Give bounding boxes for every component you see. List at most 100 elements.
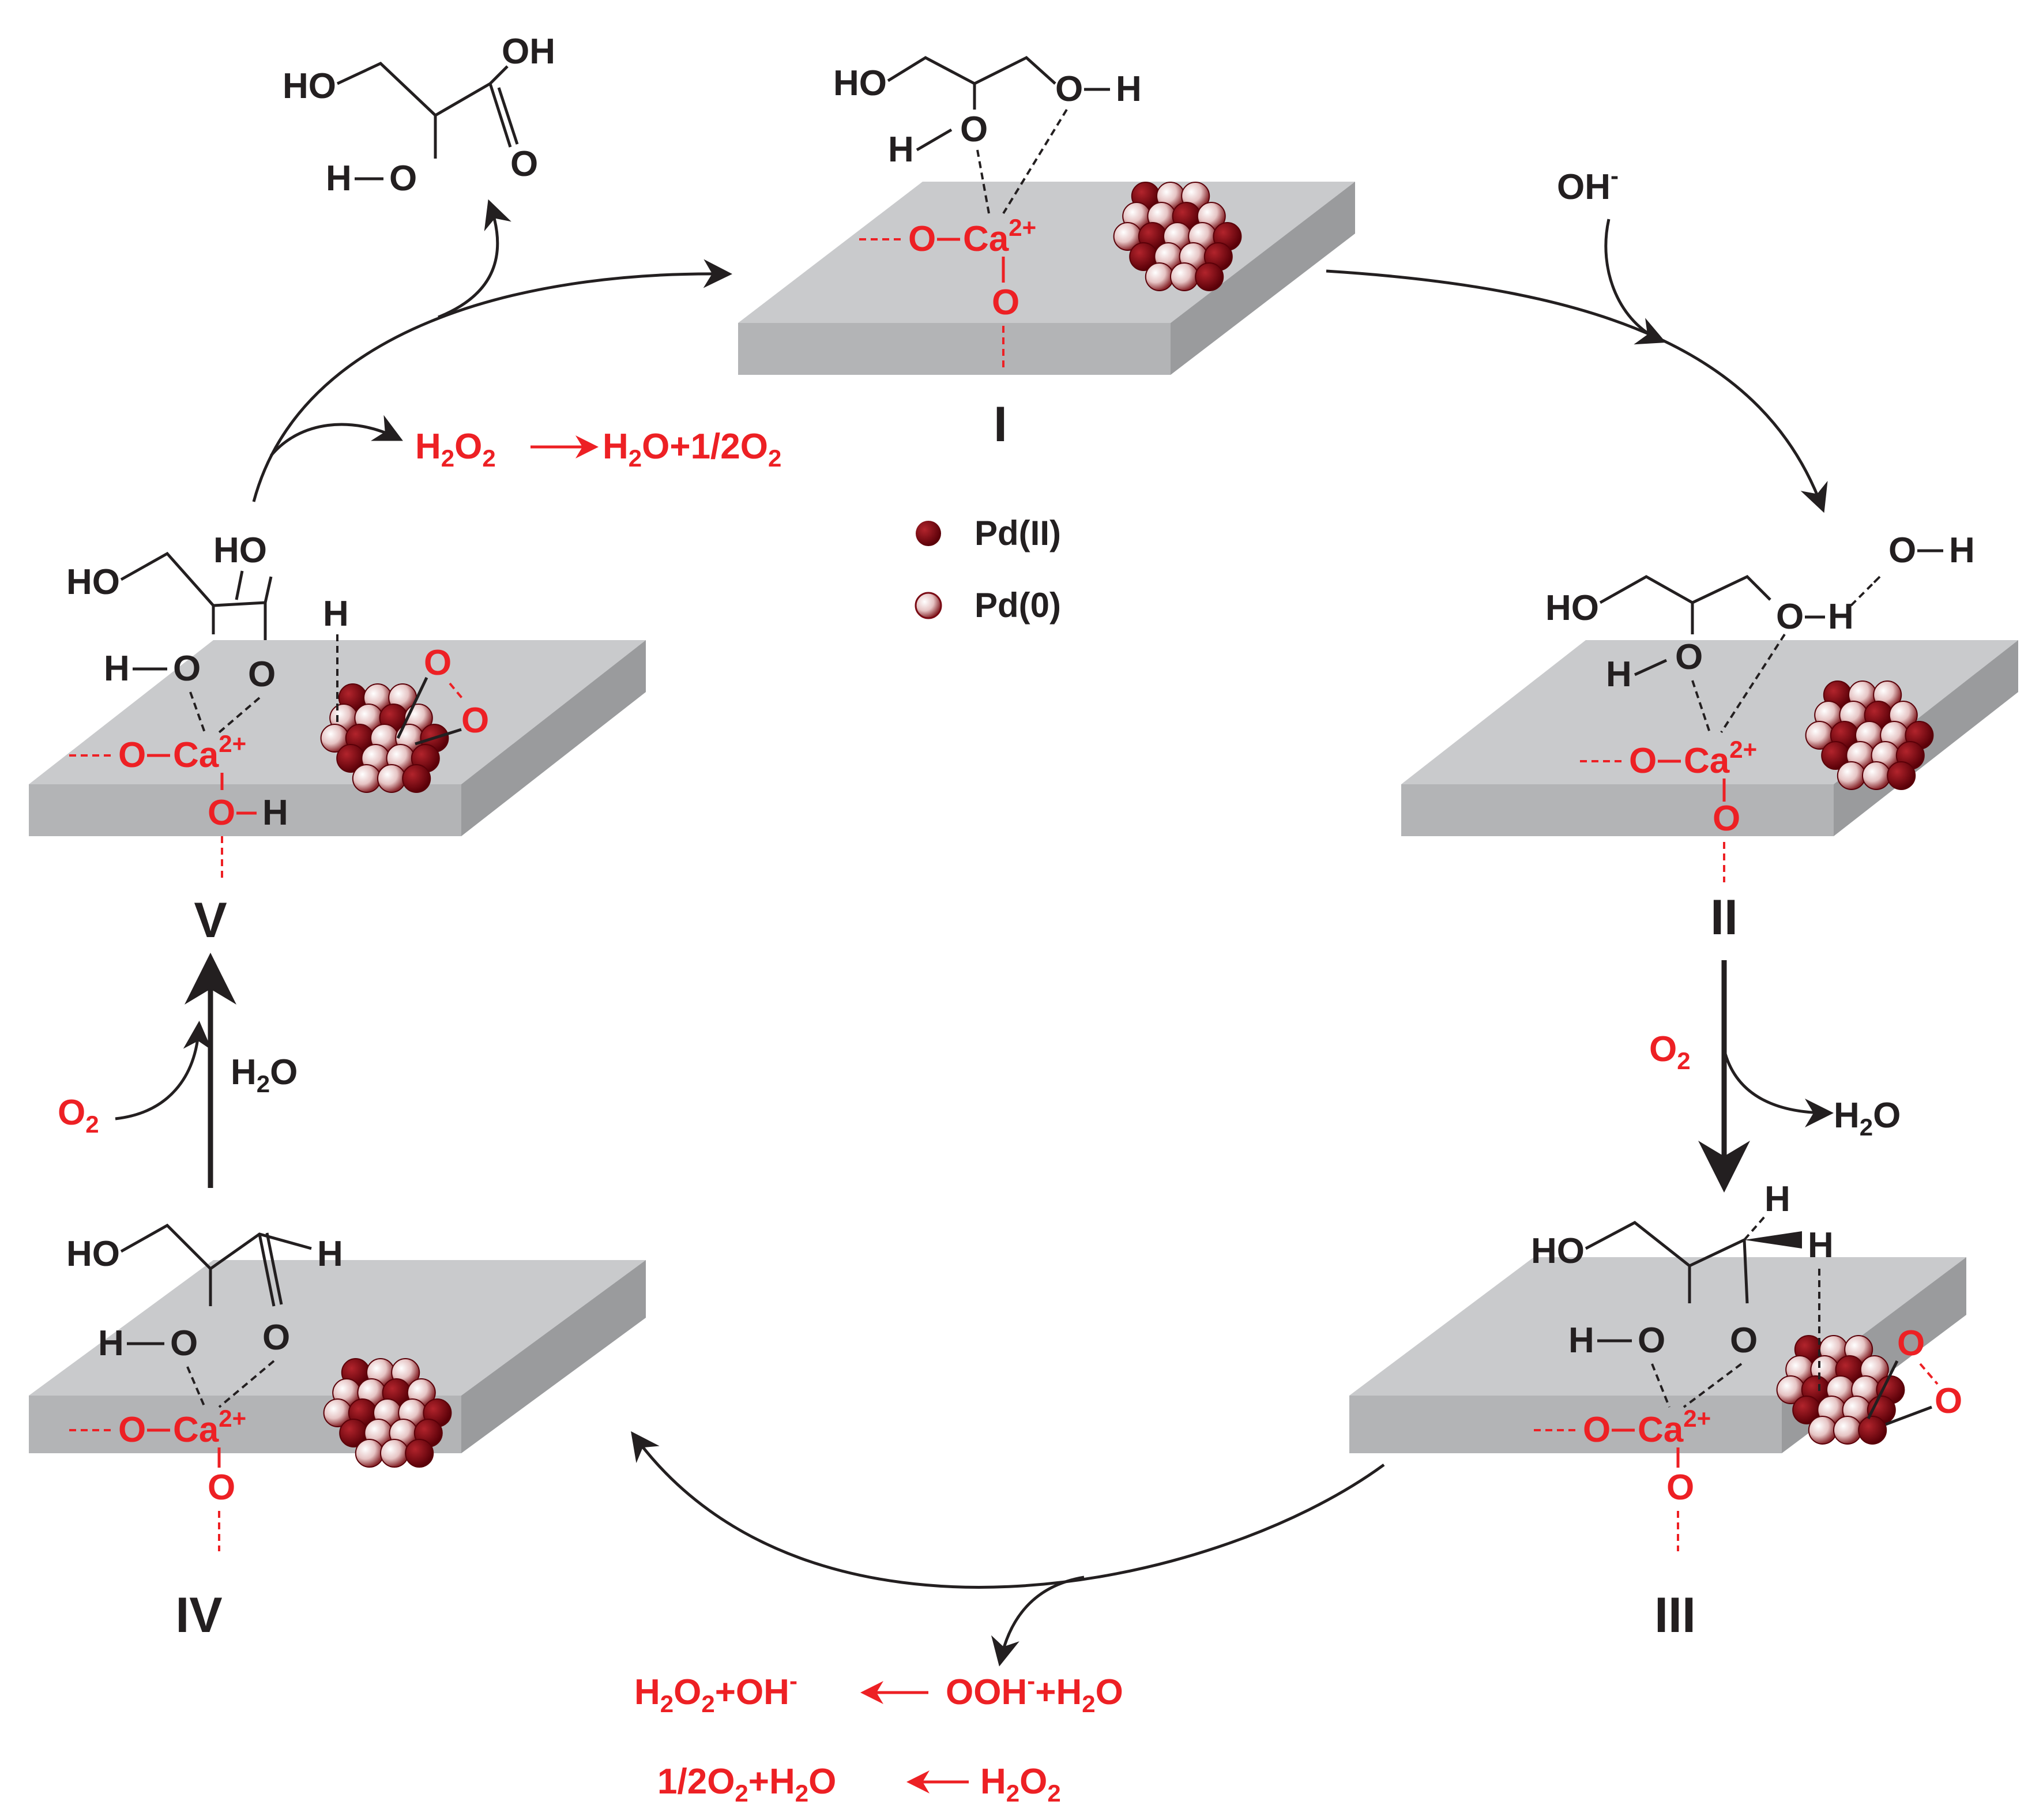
svg-text:O: O: [118, 1410, 146, 1450]
svg-text:H2O+1/2O2: H2O+1/2O2: [603, 427, 781, 472]
pd-0-atom: [1837, 761, 1866, 790]
pd-cluster-V: [320, 683, 449, 793]
svg-text:H: H: [1808, 1225, 1834, 1265]
state-label-I: I: [994, 397, 1007, 452]
h2o2-decomposition-top: H2O2 H2O+1/2O2: [415, 427, 781, 472]
svg-text:O: O: [1935, 1381, 1962, 1421]
svg-text:O: O: [173, 649, 201, 689]
bottom-equation-2: 1/2O2+H2O H2O2: [657, 1762, 1061, 1807]
bottom-equation-1: H2O2+OH- OOH-+H2O: [634, 1667, 1123, 1717]
svg-text:O: O: [960, 110, 988, 149]
svg-text:O: O: [170, 1323, 198, 1363]
reagent-o2-II: O2: [1649, 1029, 1691, 1074]
svg-text:O: O: [461, 701, 489, 740]
legend-pd-0-label: Pd(0): [975, 586, 1061, 625]
svg-text:O: O: [992, 283, 1019, 322]
svg-text:Ca2+: Ca2+: [173, 1405, 246, 1450]
svg-text:H2O2: H2O2: [980, 1762, 1061, 1807]
svg-text:O: O: [208, 1468, 235, 1507]
svg-text:Ca2+: Ca2+: [1684, 736, 1757, 781]
svg-text:O: O: [1897, 1323, 1925, 1363]
svg-text:H2O2: H2O2: [415, 427, 496, 472]
adsorbate-III: HO H H H O O O Ca2+ O O O: [1531, 1179, 1962, 1551]
svg-text:H: H: [1568, 1321, 1594, 1360]
pd-0-atom: [1862, 761, 1891, 790]
svg-text:H: H: [1828, 597, 1854, 637]
arrow-V-to-I: [252, 259, 732, 502]
svg-text:H: H: [317, 1234, 343, 1274]
arrow-III-to-IV: [631, 1431, 1385, 1589]
state-label-IV: IV: [175, 1588, 222, 1643]
pd-0-atom: [1145, 262, 1174, 291]
svg-text:H: H: [888, 130, 914, 170]
pd-0-atom: [377, 764, 406, 793]
pd-cluster-II: [1805, 680, 1934, 790]
svg-text:O: O: [262, 1318, 290, 1358]
svg-text:O: O: [1583, 1410, 1611, 1450]
arrow-oh-in: [1604, 219, 1666, 345]
svg-text:HO: HO: [283, 66, 336, 106]
svg-text:O: O: [1776, 597, 1804, 637]
svg-text:O: O: [1713, 799, 1740, 838]
arrow-I-to-II: [1326, 269, 1828, 513]
arrow-h2o2-decomp: [270, 415, 403, 457]
svg-text:O: O: [424, 643, 452, 683]
svg-text:H: H: [1949, 531, 1975, 570]
svg-text:O: O: [248, 655, 276, 694]
pd-0-atom: [1170, 262, 1199, 291]
svg-text:HO: HO: [213, 531, 267, 570]
adsorbate-IV: HO H H O O O Ca2+ O: [66, 1223, 343, 1551]
svg-text:OH: OH: [502, 32, 555, 72]
pd-ii-atom: [1887, 761, 1916, 790]
svg-text:O: O: [1638, 1321, 1665, 1360]
pd-cluster-IV: [323, 1358, 452, 1468]
svg-text:O: O: [908, 219, 936, 259]
svg-text:O: O: [1730, 1321, 1758, 1360]
svg-text:OOH-+H2O: OOH-+H2O: [946, 1667, 1123, 1717]
pd-ii-atom: [1858, 1416, 1887, 1445]
svg-text:H: H: [1116, 69, 1142, 109]
svg-text:H: H: [326, 159, 352, 198]
reagent-oh-minus: OH-: [1557, 162, 1619, 207]
svg-text:O: O: [118, 735, 146, 775]
svg-text:Ca2+: Ca2+: [963, 214, 1036, 259]
pd-0-atom: [352, 764, 381, 793]
adsorbate-II: HO O H O H H O O Ca2+ O: [1545, 531, 1975, 882]
arrow-bottom-branch: [991, 1575, 1085, 1667]
pd-ii-atom: [402, 764, 431, 793]
legend-pd-ii-label: Pd(II): [975, 514, 1061, 552]
pd-ii-atom: [405, 1439, 434, 1468]
arrow-o2-in-V: [115, 1021, 212, 1120]
arrow-o2-in-II: [1722, 1049, 1834, 1127]
svg-text:H: H: [104, 649, 130, 689]
pd-ii-atom: [1195, 262, 1224, 291]
legend-pd-ii-swatch: [916, 521, 941, 546]
state-label-III: III: [1654, 1588, 1696, 1643]
product-glyceric-acid: HO OH H O O: [283, 32, 555, 198]
svg-text:O: O: [1675, 637, 1703, 677]
svg-text:H: H: [1764, 1179, 1790, 1219]
svg-text:HO: HO: [1531, 1231, 1585, 1271]
svg-text:Ca2+: Ca2+: [1638, 1405, 1711, 1450]
svg-text:H: H: [262, 793, 288, 833]
svg-text:O: O: [208, 793, 235, 833]
pd-0-atom: [1808, 1416, 1837, 1445]
svg-text:O: O: [1055, 69, 1083, 109]
slab-I: [738, 182, 1355, 375]
svg-text:HO: HO: [66, 562, 120, 602]
product-h2o-II: H2O: [1834, 1096, 1901, 1141]
state-label-V: V: [194, 893, 227, 948]
svg-text:Ca2+: Ca2+: [173, 730, 246, 775]
svg-text:O: O: [1629, 741, 1657, 781]
pd-0-atom: [355, 1439, 384, 1468]
legend-pd-0-swatch: [915, 592, 942, 619]
pd-cluster-III: [1776, 1335, 1905, 1445]
svg-text:H2O2+OH-: H2O2+OH-: [634, 1667, 797, 1717]
adsorbate-V: HO HO H H O O O Ca2+ O H O O: [66, 531, 489, 882]
svg-text:1/2O2+H2O: 1/2O2+H2O: [657, 1762, 836, 1807]
reagent-o2-V: O2: [58, 1093, 99, 1138]
legend: Pd(II) Pd(0): [915, 514, 1061, 625]
svg-text:H: H: [98, 1323, 124, 1363]
pd-0-atom: [380, 1439, 409, 1468]
